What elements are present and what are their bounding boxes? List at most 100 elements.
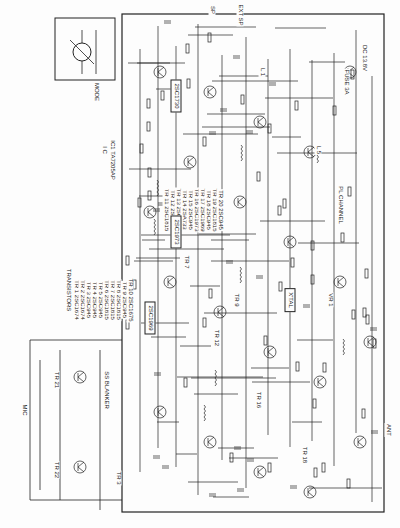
bus-wire bbox=[222, 55, 223, 460]
transistor-leads bbox=[338, 277, 344, 287]
resistor-symbol bbox=[352, 310, 355, 319]
resistor-symbol bbox=[268, 463, 271, 472]
signal-wire bbox=[298, 243, 359, 244]
label-text: VR 1 bbox=[327, 292, 334, 307]
label-text: TR 9 bbox=[233, 292, 240, 307]
signal-wire bbox=[211, 261, 289, 262]
capacitor-symbol bbox=[269, 83, 276, 85]
signal-wire bbox=[260, 221, 325, 222]
signal-wire bbox=[136, 258, 180, 259]
resistor-symbol bbox=[295, 101, 298, 110]
part-name: X'TAL bbox=[288, 292, 294, 308]
capacitor-symbol bbox=[209, 132, 216, 134]
resistor-symbol bbox=[148, 191, 151, 200]
signal-wire bbox=[157, 422, 179, 423]
bus-wire bbox=[246, 37, 247, 488]
resistor-symbol bbox=[264, 336, 267, 345]
coil-symbol bbox=[240, 267, 242, 283]
resistor-symbol bbox=[278, 206, 281, 215]
signal-wire bbox=[137, 63, 170, 64]
label-text: TR 21 bbox=[53, 371, 60, 389]
signal-wire bbox=[292, 422, 322, 423]
transistor-leads bbox=[158, 67, 164, 77]
part-box: 2SC1973 bbox=[171, 215, 182, 248]
transistor-symbol bbox=[354, 436, 366, 448]
resistor-symbol bbox=[140, 144, 143, 153]
coil-symbol bbox=[241, 145, 243, 161]
capacitor-symbol bbox=[234, 447, 241, 449]
capacitor-symbol bbox=[220, 109, 227, 111]
coil-symbol bbox=[157, 180, 159, 196]
transistor-symbol bbox=[264, 346, 276, 358]
signal-wire bbox=[176, 454, 197, 455]
resistor-symbol bbox=[351, 70, 354, 79]
transistor-leads bbox=[318, 377, 324, 387]
capacitor-symbol bbox=[303, 305, 310, 307]
label-text: TR 12 bbox=[213, 329, 220, 347]
resistor-symbol bbox=[208, 33, 211, 42]
resistor-symbol bbox=[365, 269, 368, 278]
signal-wire bbox=[199, 234, 256, 235]
resistor-symbol bbox=[341, 233, 344, 242]
transistor-leads bbox=[208, 87, 214, 97]
resistor-symbol bbox=[187, 79, 190, 88]
resistor-symbol bbox=[322, 463, 325, 472]
label-text: L 5 bbox=[315, 145, 322, 155]
transistor-leads bbox=[308, 487, 314, 497]
capacitor-symbol bbox=[247, 459, 254, 461]
capacitor-symbol bbox=[246, 131, 253, 133]
transistor-leads bbox=[158, 407, 164, 417]
signal-wire bbox=[272, 137, 301, 138]
signal-wire bbox=[213, 497, 249, 498]
bus-wire bbox=[372, 76, 373, 502]
resistor-symbol bbox=[203, 318, 206, 327]
capacitor-symbol bbox=[233, 56, 240, 58]
signal-wire bbox=[309, 488, 382, 489]
transistor-leads bbox=[308, 147, 314, 157]
transistor-leads bbox=[258, 117, 264, 127]
label-text: SS BLANKER bbox=[103, 370, 110, 410]
resistor-symbol bbox=[363, 308, 366, 317]
signal-wire bbox=[202, 127, 270, 128]
part-box: 2SC1969 bbox=[145, 301, 156, 334]
transistor-leads bbox=[208, 437, 214, 447]
resistor-symbol bbox=[148, 168, 151, 177]
signal-wire bbox=[218, 448, 254, 449]
resistor-symbol bbox=[203, 137, 206, 146]
transistor-symbol bbox=[314, 376, 326, 388]
label-text: TRANSISTORS bbox=[65, 268, 72, 313]
signal-wire bbox=[129, 169, 191, 170]
resistor-symbol bbox=[184, 378, 187, 387]
coil-symbol bbox=[204, 405, 206, 421]
transistor-symbol bbox=[154, 66, 166, 78]
resistor-symbol bbox=[373, 339, 376, 348]
signal-wire bbox=[128, 63, 185, 64]
capacitor-symbol bbox=[153, 209, 160, 211]
resistor-symbol bbox=[347, 479, 350, 488]
part-box: 2SC1730 bbox=[171, 79, 182, 112]
signal-wire bbox=[297, 340, 333, 341]
label-text: MODE bbox=[93, 82, 100, 102]
capacitor-symbol bbox=[154, 373, 161, 375]
signal-wire bbox=[149, 249, 224, 250]
label-text: I C bbox=[101, 145, 108, 155]
signal-wire bbox=[183, 134, 258, 135]
part-name: 2SC1969 bbox=[148, 305, 154, 330]
capacitor-symbol bbox=[290, 486, 297, 488]
bus-wire bbox=[140, 49, 141, 472]
label-text: SP bbox=[209, 5, 216, 15]
coil-symbol bbox=[343, 339, 345, 355]
resistor-symbol bbox=[268, 124, 271, 133]
transistor-symbol bbox=[74, 461, 86, 473]
signal-wire bbox=[204, 313, 277, 314]
signal-wire bbox=[212, 81, 298, 82]
transistor-leads bbox=[78, 372, 84, 382]
resistor-symbol bbox=[291, 258, 294, 267]
transistor-symbol bbox=[204, 436, 216, 448]
transistor-symbol bbox=[184, 156, 196, 168]
left-wiring bbox=[30, 340, 122, 510]
label-text: TR 7 bbox=[183, 254, 190, 269]
